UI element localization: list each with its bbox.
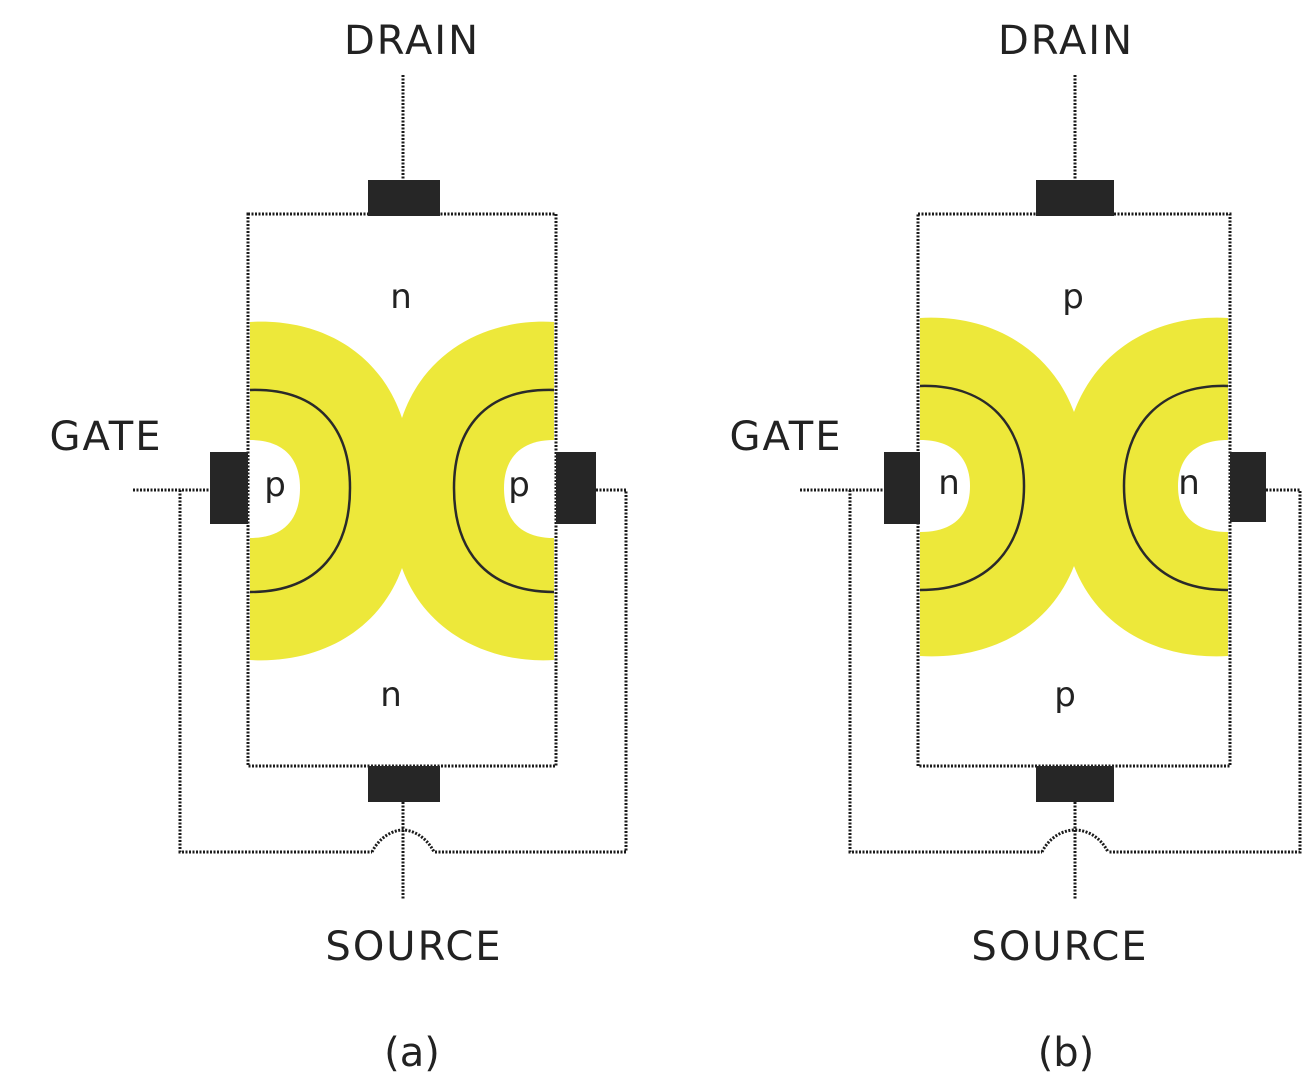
gate-contact-left-b [884, 452, 920, 524]
source-label-a: SOURCE [325, 924, 502, 970]
jfet-a: DRAIN SOURCE GATE n n p p (a) [50, 18, 628, 1076]
source-contact-b [1036, 766, 1114, 802]
gate-region-left-b [920, 440, 970, 532]
gate-right-label-b: n [1178, 463, 1202, 503]
gate-right-label-a: p [508, 465, 532, 505]
gate-contact-right-a [556, 452, 596, 524]
gate-return-right-b [1108, 488, 1302, 854]
drain-contact-a [368, 180, 440, 216]
depletion-region-b [920, 317, 1228, 657]
gate-region-right-a [504, 440, 554, 538]
gate-region-left-a [250, 440, 300, 538]
drain-contact-b [1036, 180, 1114, 216]
junction-right-a [452, 388, 555, 594]
channel-bottom-label-a: n [380, 675, 404, 715]
gate-region-right-b [1178, 440, 1228, 532]
jfet-b: DRAIN SOURCE GATE p p n n (b) [730, 18, 1302, 1076]
gate-return-left-b [848, 490, 1042, 854]
source-label-b: SOURCE [971, 924, 1148, 970]
junction-right-b [1122, 384, 1229, 592]
gate-return-right-a [434, 488, 628, 854]
gate-contact-left-a [210, 452, 248, 524]
drain-label-a: DRAIN [344, 18, 480, 64]
channel-top-label-a: n [390, 277, 414, 317]
source-contact-a [368, 766, 440, 802]
channel-bottom-label-b: p [1054, 675, 1078, 715]
gate-label-b: GATE [730, 414, 843, 460]
caption-a: (a) [384, 1030, 440, 1076]
junction-left-b [919, 384, 1026, 592]
depletion-region-a [250, 321, 554, 661]
caption-b: (b) [1038, 1030, 1095, 1076]
junction-left-a [249, 388, 352, 594]
gate-return-left-a [178, 490, 372, 854]
crossover-b [1040, 828, 1110, 853]
channel-top-label-b: p [1062, 277, 1086, 317]
gate-left-label-b: n [938, 463, 962, 503]
drain-label-b: DRAIN [998, 18, 1134, 64]
gate-contact-right-b [1230, 452, 1266, 522]
gate-left-label-a: p [264, 465, 288, 505]
gate-label-a: GATE [50, 414, 163, 460]
